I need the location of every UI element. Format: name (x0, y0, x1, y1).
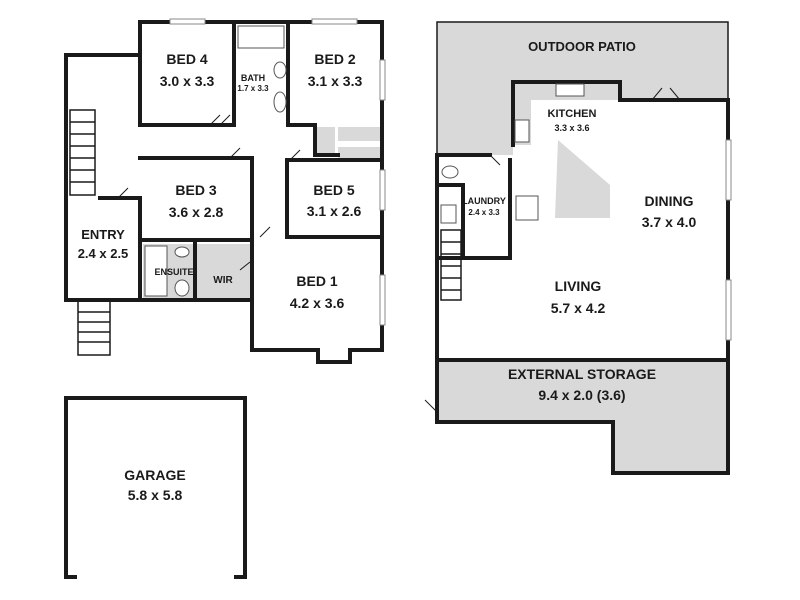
bath-toilet (273, 61, 287, 79)
dining-dims: 3.7 x 4.0 (642, 214, 697, 230)
wir-label: WIR (213, 275, 233, 286)
wir-door (239, 261, 251, 271)
laundry-tub (440, 204, 457, 224)
garage (64, 396, 247, 579)
bed4-door (209, 114, 231, 126)
kitchen-island (555, 140, 610, 218)
bath-label: BATH (241, 73, 265, 83)
bath-dims: 1.7 x 3.3 (237, 84, 269, 93)
ensuite-shower (144, 245, 168, 297)
entry-door (117, 187, 129, 199)
bed2-south-wall (286, 123, 340, 157)
external-storage-label: EXTERNAL STORAGE (508, 366, 656, 382)
outdoor-patio-area (437, 22, 728, 155)
bed2-window (311, 18, 358, 25)
laundry-dims: 2.4 x 3.3 (468, 208, 500, 217)
garage-label: GARAGE (124, 467, 185, 483)
bathtub (237, 25, 285, 49)
external-storage-dims: 9.4 x 2.0 (3.6) (538, 387, 625, 403)
ensuite-toilet (174, 279, 190, 297)
garage-walls (64, 396, 247, 579)
living-label: LIVING (555, 278, 602, 294)
kitchen-sink (555, 83, 585, 97)
wir-floor (196, 244, 250, 299)
laundry-label: LAUNDRY (462, 196, 506, 206)
entry-label: ENTRY (81, 227, 125, 242)
fridge (515, 195, 539, 221)
living-window (725, 279, 732, 341)
bed4-dims: 3.0 x 3.3 (160, 73, 215, 89)
dining-window (725, 139, 732, 201)
dining-label: DINING (645, 193, 694, 209)
living-dims: 5.7 x 4.2 (551, 300, 606, 316)
bed5-window (379, 169, 386, 211)
laundry-inner-wall (435, 183, 465, 260)
kitchen-cooktop (514, 119, 530, 143)
bed3-walls (138, 156, 254, 242)
bed3-label: BED 3 (175, 182, 216, 198)
lower-floor-plan (424, 21, 732, 475)
ensuite-label: ENSUITE (154, 267, 193, 277)
hall-linen-cupboard (315, 127, 335, 155)
external-storage-area (437, 360, 728, 473)
hall-cupboard-1 (338, 127, 382, 141)
storage-door (424, 399, 438, 413)
bed1-walls (250, 238, 384, 364)
living-stair (440, 229, 462, 301)
bed2-label: BED 2 (314, 51, 355, 67)
laundry-east-wall (461, 158, 512, 260)
bed3-dims: 3.6 x 2.8 (169, 204, 224, 220)
hall-cupboard-2 (338, 147, 382, 161)
bed2-dims: 3.1 x 3.3 (308, 73, 363, 89)
bed4-label: BED 4 (166, 51, 207, 67)
laundry-toilet (441, 165, 459, 179)
patio-outline (436, 21, 729, 155)
upper-floor-plan (64, 18, 386, 364)
bed5-label: BED 5 (313, 182, 354, 198)
entry-stair (69, 109, 96, 196)
laundry-door (489, 154, 501, 166)
bath-basin (273, 91, 287, 113)
kitchen-label: KITCHEN (548, 108, 597, 120)
bed3-door (229, 147, 241, 159)
bed5-walls (285, 158, 384, 239)
bed1-side-window (379, 274, 386, 326)
bed4-window (169, 18, 206, 25)
outdoor-patio-label: OUTDOOR PATIO (528, 39, 636, 54)
garage-dims: 5.8 x 5.8 (128, 487, 183, 503)
bed1-label: BED 1 (296, 273, 337, 289)
bed5-door (289, 149, 301, 161)
bed1-dims: 4.2 x 3.6 (290, 295, 345, 311)
patio-doors (651, 87, 681, 101)
bed5-dims: 3.1 x 2.6 (307, 203, 362, 219)
entry-dims: 2.4 x 2.5 (78, 246, 129, 261)
bed2-side-window (379, 59, 386, 101)
porch-steps (77, 299, 111, 356)
kitchen-dims: 3.3 x 3.6 (554, 123, 589, 133)
ensuite-basin (174, 246, 190, 258)
room-labels: BED 4 3.0 x 3.3 BATH 1.7 x 3.3 BED 2 3.1… (78, 39, 697, 503)
bed1-door (259, 226, 271, 238)
